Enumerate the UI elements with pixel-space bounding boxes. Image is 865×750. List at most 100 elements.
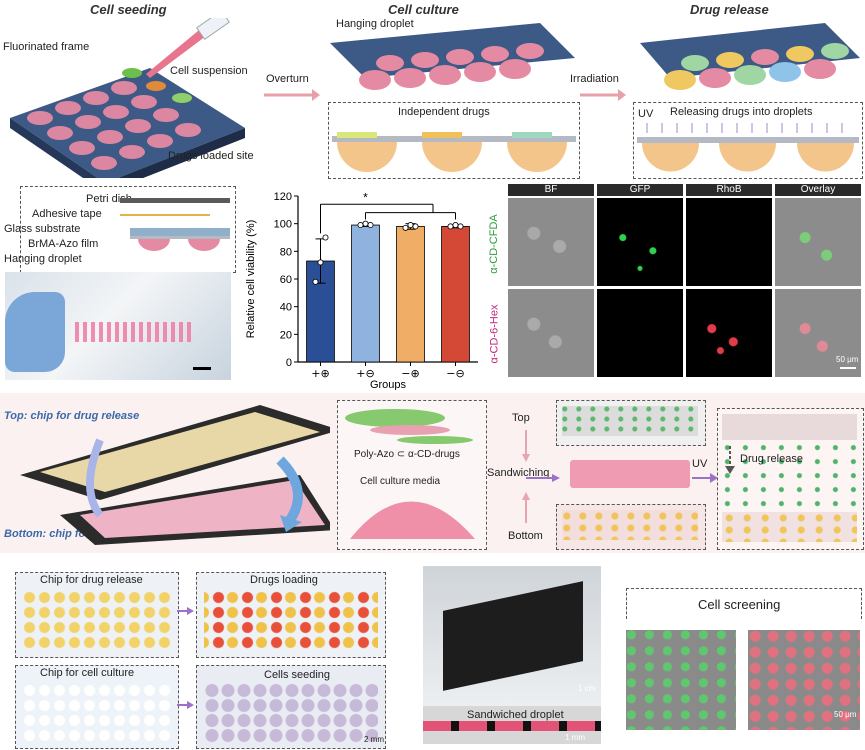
label-hanging-droplet-b: Hanging droplet — [4, 253, 82, 265]
yellow-dots-array — [22, 590, 172, 650]
header-bf: BF — [508, 184, 594, 196]
x-tick-label: −⊕ — [401, 367, 419, 380]
label-hanging-droplet-a: Hanging droplet — [336, 18, 414, 30]
holder-photo: 1 cm — [423, 566, 601, 706]
droplet-array-photo — [75, 322, 195, 342]
micro-gfp-1 — [597, 198, 683, 286]
scale-bar-d — [840, 367, 856, 369]
title-cell-culture: Cell culture — [388, 2, 459, 17]
screening-image-green — [626, 630, 736, 730]
uv-arrow-icon — [692, 473, 718, 483]
scale-50um-f: 50 μm — [834, 710, 857, 719]
data-point — [402, 224, 409, 231]
sandwiched-droplet-photo: 1 mm — [423, 706, 601, 744]
label-cells-seeding: Cells seeding — [264, 669, 331, 681]
micro-rhob-2 — [686, 289, 772, 377]
label-chip-drug-release: Chip for drug release — [40, 574, 143, 586]
label-overturn: Overturn — [266, 73, 309, 85]
label-uv-a: UV — [638, 108, 654, 120]
micro-rhob-1 — [686, 198, 772, 286]
y-tick-label: 120 — [274, 191, 292, 203]
data-point — [357, 222, 364, 229]
scale-2mm: 2 mm — [364, 735, 384, 744]
label-glass-substrate: Glass substrate — [4, 223, 81, 235]
micro-bf-1 — [508, 198, 594, 286]
y-tick-label: 60 — [280, 274, 292, 286]
data-point — [457, 223, 464, 230]
data-point — [317, 259, 324, 266]
label-top: Top — [512, 412, 530, 424]
drug-release-arrow-icon — [725, 446, 735, 474]
bar — [441, 226, 470, 363]
chip-arrow-icon-1 — [177, 607, 194, 615]
label-sandwiching: Sandwiching — [487, 467, 550, 479]
bottom-layer-render — [562, 510, 698, 540]
label-releasing-drugs: Releasing drugs into droplets — [670, 106, 813, 118]
overturn-arrow-icon — [264, 89, 320, 101]
holder-frame — [443, 581, 583, 691]
row1-label: α-CD-CFDA — [488, 214, 500, 274]
scale-bar — [193, 367, 211, 370]
scale-1cm: 1 cm — [578, 684, 596, 693]
sandwiched-chip-render — [570, 460, 690, 488]
data-point — [322, 234, 329, 241]
release-droplets-illustration — [637, 123, 859, 172]
release-top-layer — [722, 414, 857, 440]
seeding-chip-illustration — [10, 18, 245, 178]
data-point — [367, 222, 374, 229]
colored-dots-array — [204, 590, 378, 650]
data-point — [312, 278, 319, 285]
label-chip-cell-culture: Chip for cell culture — [40, 667, 135, 679]
row2-label-wrap: α-CD-6-Hex — [480, 290, 508, 378]
x-tick-label: −⊖ — [446, 367, 464, 380]
layer-stack-illustration — [120, 198, 230, 251]
micro-bf-2 — [508, 289, 594, 377]
y-axis-label: Relative cell viability (%) — [245, 220, 257, 339]
glove-hand — [5, 292, 65, 372]
release-bottom-layer — [722, 512, 857, 542]
released-drug-particles — [722, 442, 857, 512]
header-gfp: GFP — [597, 184, 683, 196]
title-cell-seeding: Cell seeding — [90, 2, 167, 17]
y-tick-label: 0 — [286, 357, 292, 369]
release-chip-illustration — [640, 23, 860, 90]
white-dots-array — [22, 683, 172, 743]
data-point — [452, 222, 459, 229]
title-drug-release: Drug release — [690, 2, 769, 17]
label-bottom: Bottom — [508, 530, 543, 542]
label-top-chip: Top: chip for drug release — [4, 410, 140, 422]
cell-screening-bracket — [626, 588, 862, 619]
x-tick-label: +⊕ — [311, 367, 329, 380]
label-irradiation: Irradiation — [570, 73, 619, 85]
label-drugs-loaded-site: Drugs loaded site — [168, 150, 254, 162]
x-tick-label: +⊖ — [356, 367, 374, 380]
petri-dish-photo — [5, 272, 231, 380]
label-sandwiched-droplet: Sandwiched droplet — [467, 709, 564, 721]
irradiation-arrow-icon — [580, 89, 626, 101]
droplet-strip — [423, 721, 601, 731]
row1-label-wrap: α-CD-CFDA — [480, 200, 508, 288]
bar — [351, 224, 380, 363]
screening-image-red — [748, 630, 860, 730]
scale-1mm: 1 mm — [565, 733, 585, 742]
top-layer-render — [562, 406, 698, 436]
header-overlay: Overlay — [775, 184, 861, 196]
x-axis-label: Groups — [370, 379, 407, 390]
chip-holder-illustration — [20, 405, 330, 545]
significance-star: * — [363, 190, 368, 204]
chip-arrow-icon-2 — [177, 701, 194, 709]
label-uv-e: UV — [692, 458, 708, 470]
label-cell-suspension: Cell suspension — [170, 65, 248, 77]
bar — [396, 226, 425, 363]
data-point — [447, 223, 454, 230]
label-culture-media: Cell culture media — [360, 476, 441, 487]
header-rhob: RhoB — [686, 184, 772, 196]
label-poly-azo: Poly-Azo ⊂ α-CD-drugs — [354, 449, 460, 460]
drug-layer-illustration — [345, 409, 475, 539]
y-tick-label: 100 — [274, 219, 292, 231]
y-tick-label: 20 — [280, 329, 292, 341]
label-cell-screening: Cell screening — [698, 597, 781, 612]
row2-label: α-CD-6-Hex — [488, 304, 501, 364]
culture-chip-illustration — [330, 23, 575, 90]
